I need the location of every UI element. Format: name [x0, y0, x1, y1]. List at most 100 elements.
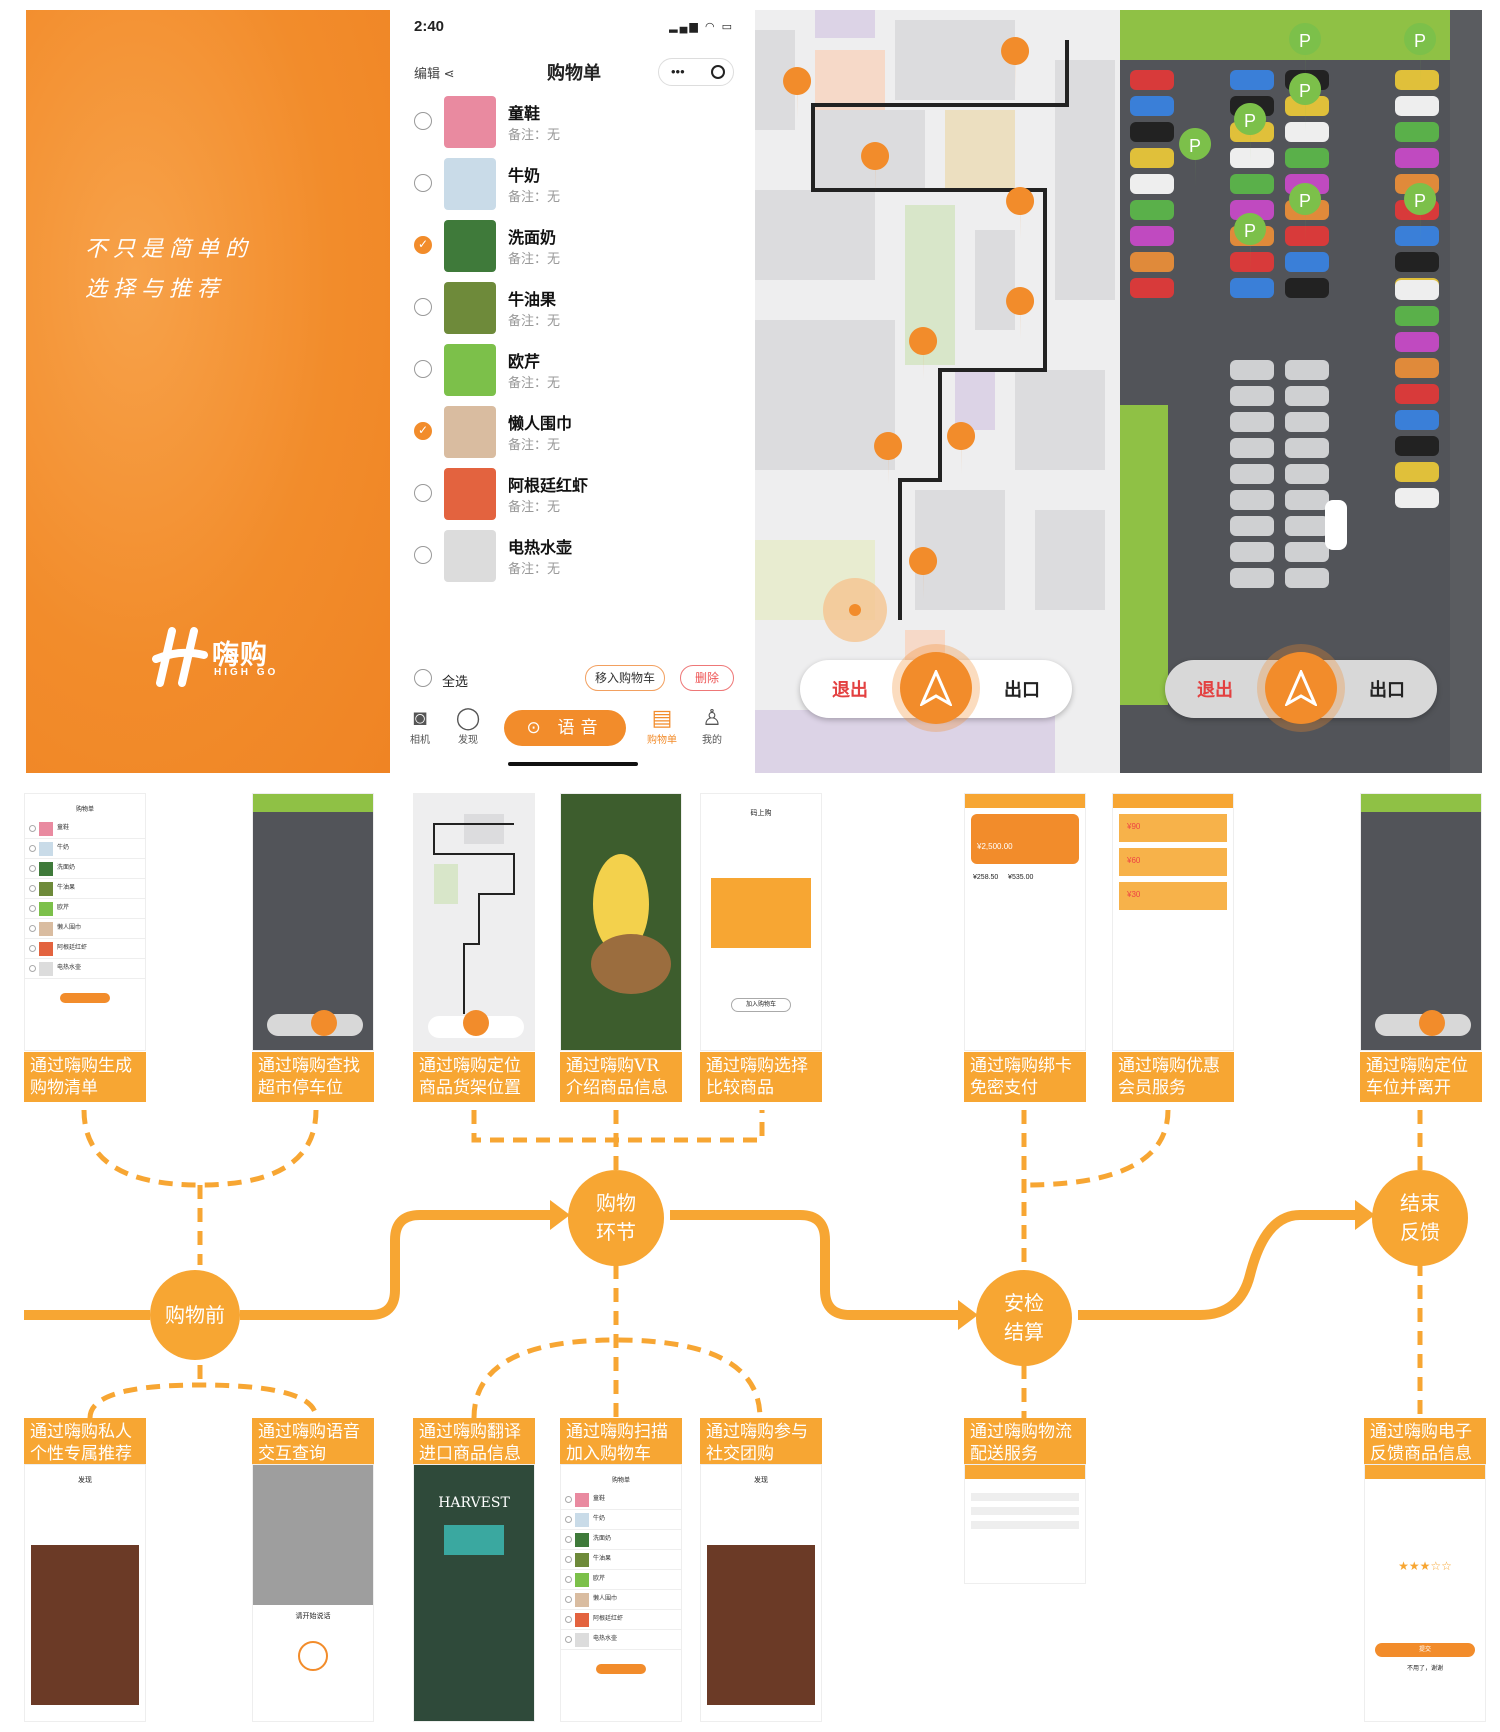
item-thumbnail	[444, 96, 496, 148]
user-icon: ♙	[702, 705, 722, 730]
mini-list-item: 童鞋	[25, 819, 145, 839]
parked-car	[1130, 278, 1174, 298]
caption-generate-list: 通过嗨购生成购物清单	[24, 1052, 146, 1102]
item-thumbnail	[444, 158, 496, 210]
parked-car	[1230, 174, 1274, 194]
stage-end-feedback: 结束反馈	[1372, 1170, 1468, 1266]
share-icon[interactable]: ⋖	[443, 66, 455, 81]
item-note: 备注：无	[508, 375, 561, 390]
edit-button[interactable]: 编辑 ⋖	[414, 66, 455, 81]
more-icon[interactable]: •••	[671, 64, 685, 79]
mini-list-item: 洗面奶	[25, 859, 145, 879]
parked-car	[1230, 360, 1274, 380]
store-map	[755, 10, 1115, 773]
parked-car	[1285, 360, 1329, 380]
navigate-button[interactable]	[900, 652, 972, 724]
mini-list-item: 欧芹	[25, 899, 145, 919]
parked-car	[1230, 516, 1274, 536]
parked-car	[1130, 226, 1174, 246]
submit-feedback-button[interactable]: 提交	[1375, 1643, 1475, 1657]
parked-car	[1230, 542, 1274, 562]
item-note: 备注：无	[508, 499, 561, 514]
list-item[interactable]: 牛油果备注：无	[400, 276, 748, 344]
stage-before-shopping: 购物前	[150, 1270, 240, 1360]
tab-camera[interactable]: ◙相机	[400, 705, 440, 746]
item-thumbnail	[444, 406, 496, 458]
parked-car	[1230, 438, 1274, 458]
parking-spot-pin: P	[1179, 128, 1212, 188]
list-item[interactable]: 牛奶备注：无	[400, 152, 748, 220]
parking-spot-pin: P	[1404, 183, 1437, 243]
item-thumbnail	[444, 530, 496, 582]
parked-car	[1285, 412, 1329, 432]
list-item[interactable]: 童鞋备注：无	[400, 90, 748, 158]
parking-spot-pin: P	[1289, 183, 1322, 243]
item-checkbox[interactable]	[414, 236, 432, 254]
thumb-nav-bar	[267, 1010, 363, 1036]
brand-logo-icon	[152, 627, 208, 687]
list-icon: ▤	[651, 705, 673, 730]
list-item[interactable]: 欧芹备注：无	[400, 338, 748, 406]
caption-recommend: 通过嗨购私人个性专属推荐	[24, 1418, 146, 1468]
parked-car	[1130, 122, 1174, 142]
item-checkbox[interactable]	[414, 422, 432, 440]
caption-vr-info: 通过嗨购VR介绍商品信息	[560, 1052, 682, 1102]
mini-list-item: 阿根廷红虾	[25, 939, 145, 959]
item-checkbox[interactable]	[414, 112, 432, 130]
parking-spot-pin: P	[1289, 23, 1322, 84]
list-footer: 全选 移入购物车 删除	[400, 665, 748, 695]
miniapp-capsule[interactable]: •••	[658, 58, 734, 86]
thumb-vr-banana	[560, 793, 682, 1051]
parked-car	[1285, 122, 1329, 142]
item-thumbnail	[444, 282, 496, 334]
item-checkbox[interactable]	[414, 484, 432, 502]
svg-text:P: P	[1414, 31, 1426, 51]
shopping-list-screen: 2:40 ▂▄▆ ◠ ▭ 编辑 ⋖ 购物单 ••• 童鞋备注：无牛奶备注：无洗面…	[400, 10, 748, 773]
item-note: 备注：无	[508, 189, 561, 204]
tab-shopping-list[interactable]: ▤购物单	[642, 705, 682, 746]
parked-car	[1230, 200, 1274, 220]
mini-list-item: 电热水壶	[561, 1630, 681, 1650]
parked-car	[1130, 252, 1174, 272]
item-checkbox[interactable]	[414, 546, 432, 564]
parked-car	[1130, 96, 1174, 116]
stage-shopping: 购物环节	[568, 1170, 664, 1266]
parked-car	[1285, 516, 1329, 536]
list-item[interactable]: 电热水壶备注：无	[400, 524, 748, 592]
voice-button[interactable]: ⊙ 语音	[504, 710, 626, 746]
select-all-label[interactable]: 全选	[442, 674, 469, 689]
move-to-cart-button[interactable]: 移入购物车	[585, 665, 665, 691]
delete-button[interactable]: 删除	[680, 665, 734, 691]
parking-exit-button[interactable]: 退出	[1197, 680, 1233, 700]
parked-car	[1230, 252, 1274, 272]
close-miniapp-icon[interactable]	[711, 65, 725, 79]
parked-car	[1395, 148, 1439, 168]
tab-discover[interactable]: ◯发现	[448, 705, 488, 746]
svg-text:P: P	[1414, 191, 1426, 211]
rating-stars[interactable]: ★★★☆☆	[1398, 1559, 1452, 1573]
thumb-delivery	[964, 1464, 1086, 1584]
exit-navigation-button[interactable]: 退出	[832, 680, 868, 700]
parked-car	[1130, 200, 1174, 220]
select-all-radio[interactable]	[414, 669, 432, 687]
parked-car	[1230, 490, 1274, 510]
list-item[interactable]: 阿根廷红虾备注：无	[400, 462, 748, 530]
item-checkbox[interactable]	[414, 174, 432, 192]
caption-locate-shelf: 通过嗨购定位商品货架位置	[413, 1052, 535, 1102]
item-name: 欧芹	[508, 354, 541, 371]
item-checkbox[interactable]	[414, 360, 432, 378]
mini-list-item: 童鞋	[561, 1490, 681, 1510]
thumb-group-buy: 发现	[700, 1464, 822, 1722]
item-checkbox[interactable]	[414, 298, 432, 316]
brand-name: 嗨购	[212, 640, 268, 670]
parked-car	[1230, 148, 1274, 168]
thumb-parking	[252, 793, 374, 1051]
parked-car	[1230, 278, 1274, 298]
parking-navigate-button[interactable]	[1265, 652, 1337, 724]
tab-profile[interactable]: ♙我的	[692, 705, 732, 746]
parking-spot-pin: P	[1289, 73, 1322, 133]
